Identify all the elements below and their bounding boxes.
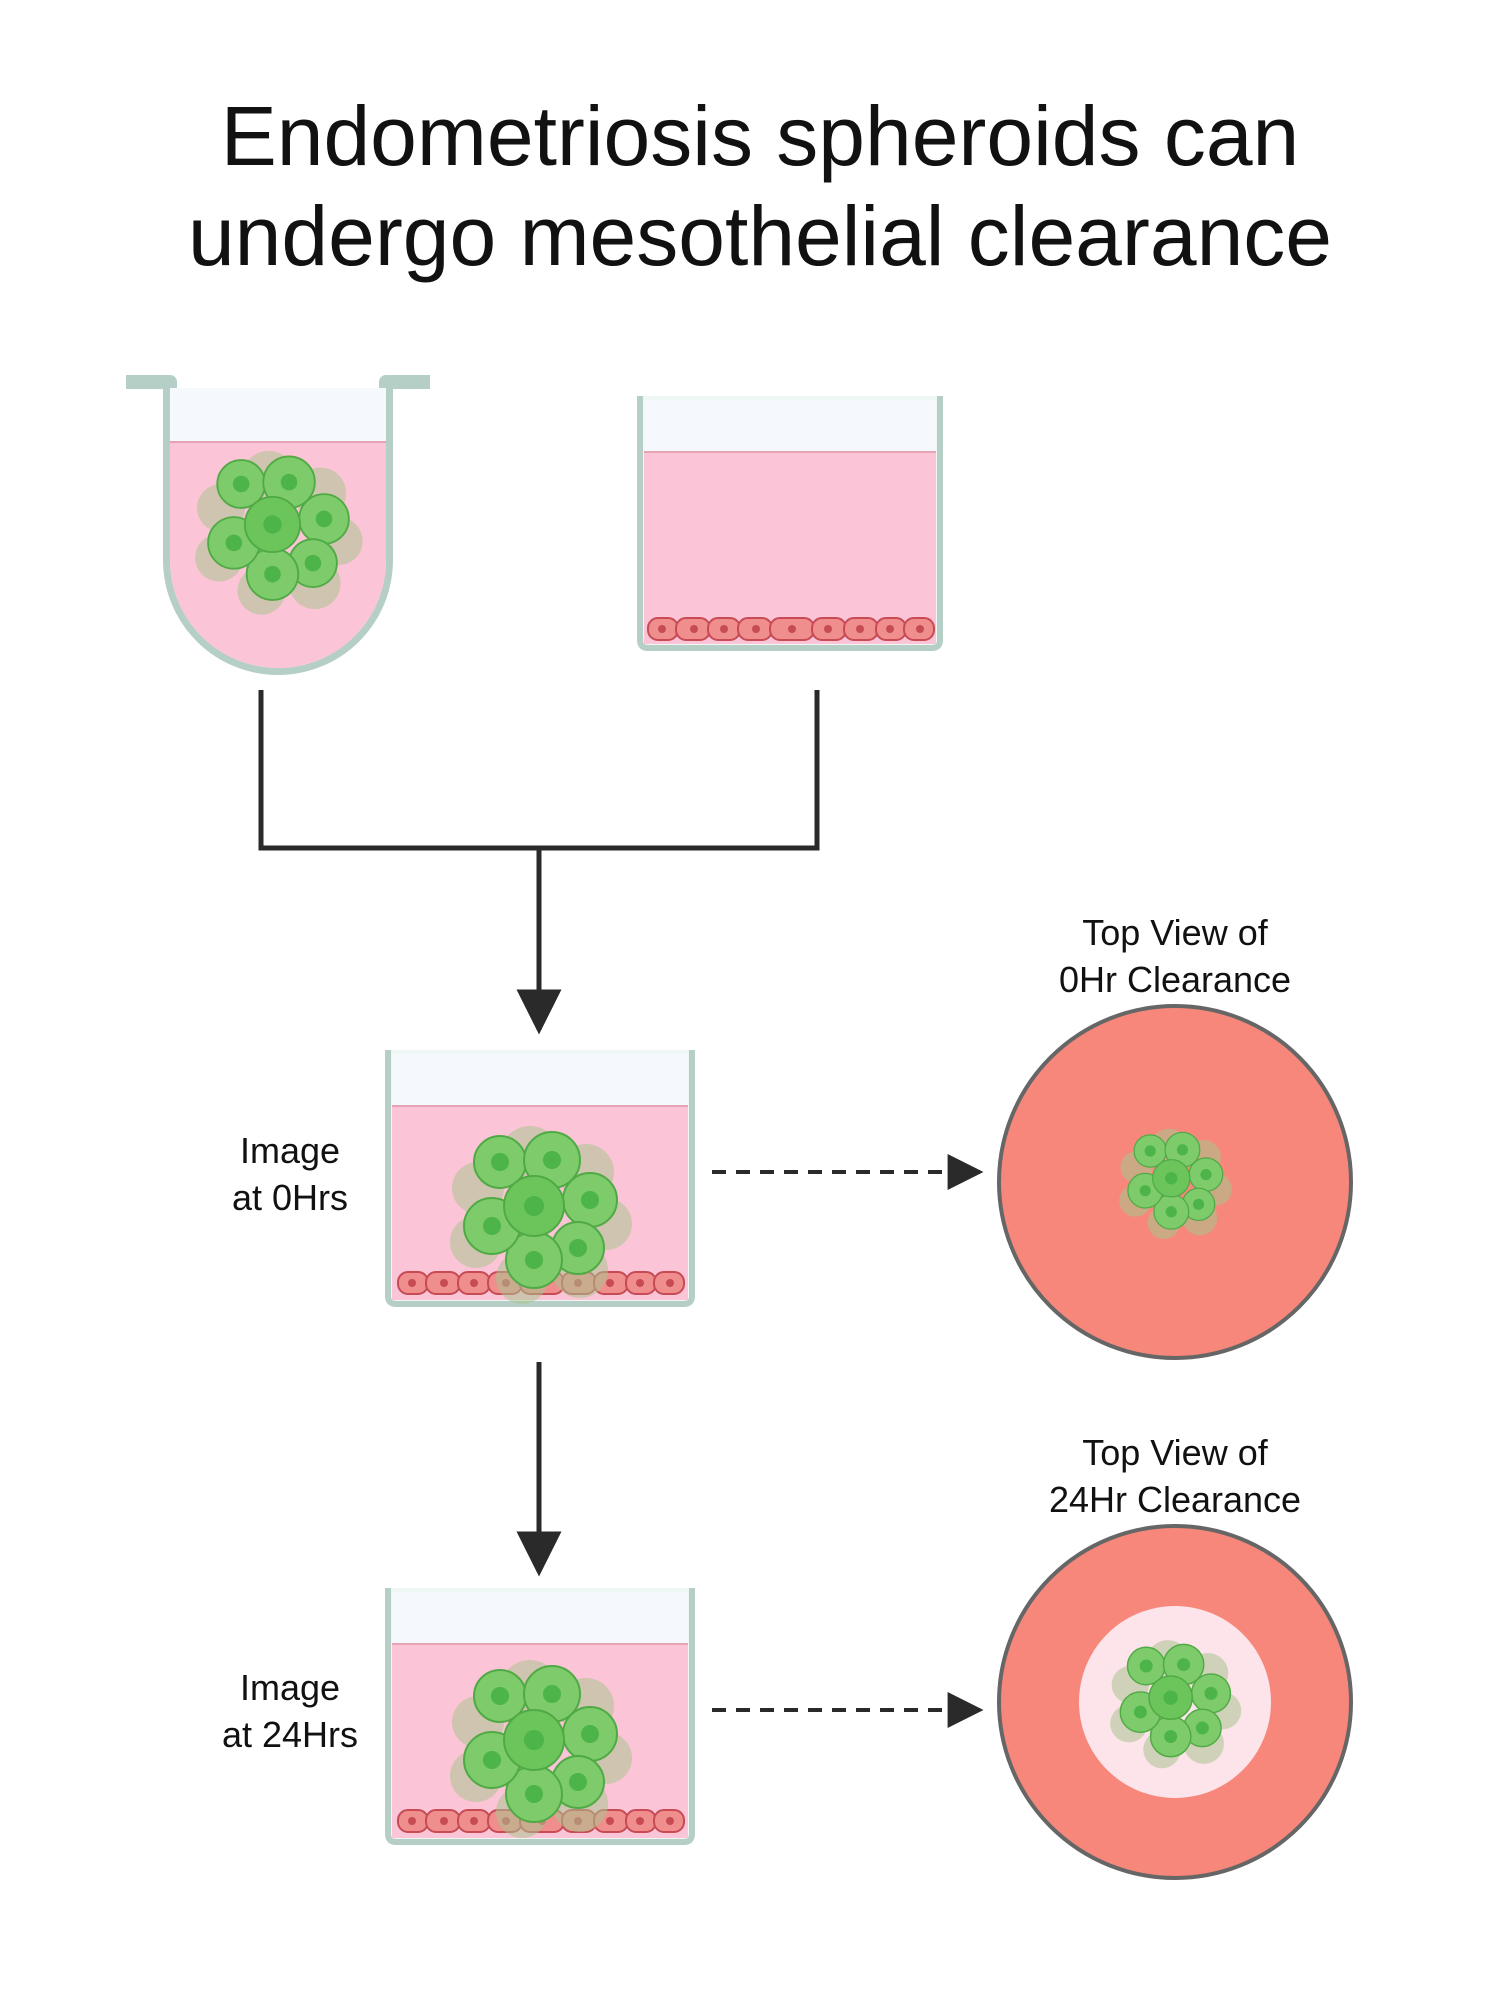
label-image-0hrs-line1: Image [240, 1130, 340, 1171]
merge-connector [258, 690, 820, 1035]
mesothelial-well [637, 396, 943, 651]
top-view-dish-24hr [997, 1524, 1353, 1880]
label-image-0hrs-line2: at 0Hrs [232, 1177, 348, 1218]
title-line-1: Endometriosis spheroids can [221, 89, 1300, 183]
label-top-view-0hr-line2: 0Hr Clearance [1059, 959, 1291, 1000]
label-top-view-24hr-line1: Top View of [1082, 1432, 1268, 1473]
top-view-dish-0hr [997, 1004, 1353, 1360]
mesothelial-monolayer [647, 617, 935, 641]
well-24hrs [385, 1588, 695, 1845]
label-image-24hrs-line1: Image [240, 1667, 340, 1708]
title-line-2: undergo mesothelial clearance [188, 189, 1332, 283]
label-top-view-24hr-line2: 24Hr Clearance [1049, 1479, 1301, 1520]
well-0hrs [385, 1050, 695, 1307]
label-top-view-0hr-line1: Top View of [1082, 912, 1268, 953]
u-bottom-well [126, 375, 430, 675]
label-image-24hrs-line2: at 24Hrs [222, 1714, 358, 1755]
